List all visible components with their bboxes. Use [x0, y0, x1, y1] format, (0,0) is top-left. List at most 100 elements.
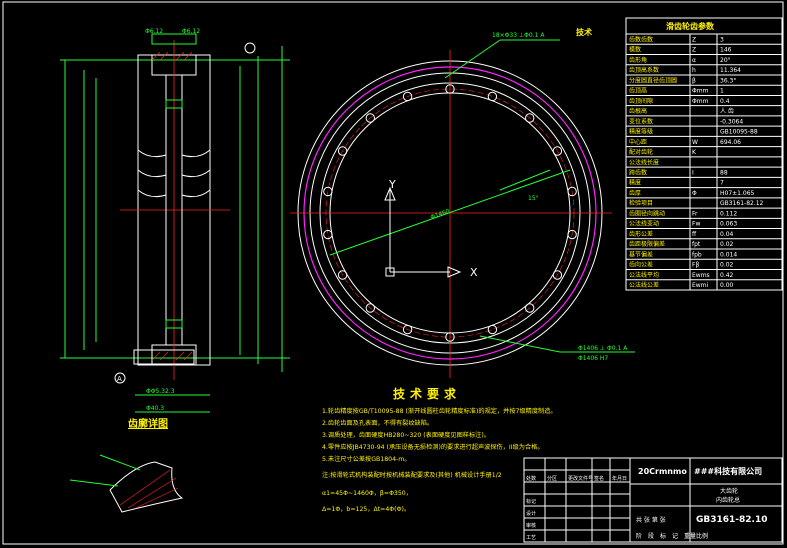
param-value: 0.02 [720, 241, 734, 248]
title-block-col-label: 年月日 [612, 475, 627, 482]
param-value: 0.00 [720, 282, 734, 289]
param-name: 齿厚 [629, 189, 641, 197]
param-symbol: fpt [692, 241, 701, 248]
title-block-bottom-label: 重量 [684, 532, 696, 540]
param-name: 公法线变动 [629, 220, 659, 228]
param-name: 齿形角 [629, 56, 647, 64]
tech-item-3: 3.调质处理，齿面硬度HB280~320 (表面硬度见图样标注)。 [322, 431, 490, 439]
ring-label-top-right: 技术 [576, 27, 592, 37]
ring-note-right-sub: Φ1406 H7 [578, 355, 608, 362]
param-value: 694.06 [720, 139, 741, 146]
param-name: 齿形公差 [629, 230, 653, 238]
param-name: 配对齿轮 [629, 148, 653, 156]
param-name: 公法线长度 [629, 158, 659, 166]
param-symbol: β [692, 77, 696, 84]
bolt-hole [567, 229, 577, 240]
param-symbol: h [692, 67, 696, 74]
bolt-hole [323, 229, 333, 240]
tech-item-4: 4.零件应按JB4730-94 (承压设备无损检测)的要求进行超声波探伤，II级… [322, 443, 544, 451]
tech-formula-1: α1=45Φ~1460Φ，β=Φ350， [322, 490, 412, 497]
param-value: GB10095-88 [720, 129, 758, 136]
param-symbol: α [692, 57, 696, 64]
param-symbol: Φmm [692, 98, 709, 105]
param-value: 88 [720, 169, 728, 176]
param-symbol: Fr [692, 210, 698, 217]
section-dim-bottom: ΦΦ5.32.3 [146, 388, 175, 395]
param-symbol: I [692, 169, 694, 176]
param-value: 0.063 [720, 221, 737, 228]
param-name: 模数 [629, 46, 641, 54]
param-symbol: Z [692, 36, 696, 43]
bolt-hole [402, 91, 413, 102]
param-name: 齿顶高系数 [629, 66, 659, 74]
param-name: 跨齿数 [629, 168, 647, 176]
bolt-hole [365, 303, 375, 313]
tech-item-2: 2.齿轮齿面及孔表面，不得有裂纹缺陷。 [322, 419, 433, 427]
bolt-hole [552, 270, 563, 280]
param-value: 11.364 [720, 67, 741, 74]
param-value: 0.014 [720, 251, 737, 258]
section-dim-width: Φ40.3 [146, 405, 164, 412]
title-block-material: 20Crmnmo [638, 467, 687, 476]
ring-axis-x: X [470, 266, 478, 279]
param-table-title: 滑齿轮齿参数 [666, 21, 715, 31]
title-block-col-label: 处数 [526, 475, 536, 482]
tech-requirements: 技术要求 1.轮齿精度按GB/T10095-88 (渐开线圆柱齿轮精度标准)的规… [322, 386, 557, 513]
param-name: 检验项目 [629, 199, 653, 207]
bolt-hole [525, 303, 535, 313]
param-name: 变位系数 [629, 117, 653, 125]
param-name: 基节偏差 [629, 250, 653, 258]
section-dim-top-b: Φ6.12 [182, 28, 200, 35]
section-view: Φ6.12 Φ6.12 ΦΦ5.32.3 Φ40.3 A [60, 28, 290, 413]
param-name: 公法线平均 [629, 271, 659, 279]
param-symbol: fpb [692, 251, 702, 258]
param-value: 7 [720, 180, 724, 187]
tooth-detail: 齿廓详图 [69, 417, 184, 513]
ring-note-top: 18×Φ33 ⊥Φ0.1 A [492, 32, 545, 39]
bolt-hole [445, 84, 455, 94]
bolt-hole [445, 332, 455, 342]
section-datum-label: A [117, 375, 122, 383]
title-block-col-label: 更改文件号 [568, 475, 593, 482]
param-symbol: K [692, 149, 697, 156]
param-value: 0.42 [720, 272, 734, 279]
bolt-hole [552, 146, 563, 156]
bolt-hole [337, 146, 348, 156]
title-block-row-label: 标记 [526, 498, 536, 505]
param-symbol: Ewmi [692, 282, 709, 289]
title-block-bottom-label: 记 [672, 533, 678, 540]
tech-note: 注:按滑轮式机构装配时按机械装配要求及(其他) 机械设计手册1/2 [322, 471, 502, 479]
bolt-hole [402, 324, 413, 335]
bolt-hole [567, 186, 577, 197]
title-block-col-label: 分区 [547, 475, 557, 482]
title-block-drawing-no: GB3161-82.10 [696, 515, 768, 525]
param-value: 20° [720, 57, 731, 64]
bolt-hole [487, 91, 498, 102]
section-dim-top-a: Φ6.12 [145, 28, 163, 35]
param-value: -0.3064 [720, 118, 743, 125]
title-block-company: ###科技有限公司 [694, 466, 762, 476]
param-name: 分度圆直径齿顶圆 [629, 76, 677, 84]
param-name: 中心距 [629, 138, 647, 146]
param-symbol: Fβ [692, 262, 699, 269]
tooth-detail-title: 齿廓详图 [128, 417, 168, 430]
param-value: H07±1.065 [720, 190, 755, 197]
ring-view: Y X Φ1460 15° 18×Φ33 ⊥Φ0.1 A Φ1406 ⊥ Φ0.… [290, 27, 635, 378]
param-name: 精度 [629, 179, 641, 187]
param-name: 齿数齿数 [629, 35, 653, 43]
param-name: 齿向公差 [629, 261, 653, 269]
param-value: 3 [720, 36, 724, 43]
param-symbol: Ewms [692, 272, 710, 279]
param-name: 齿根高 [629, 107, 647, 115]
param-value: 人 齿 [720, 107, 734, 115]
param-value: GB3161-82.12 [720, 200, 764, 207]
param-value: 0.112 [720, 210, 737, 217]
title-block-row-label: 工艺 [526, 535, 536, 541]
param-symbol: W [692, 139, 698, 146]
ring-dim-angle: 15° [528, 195, 539, 202]
title-block-row-label: 审核 [526, 522, 536, 529]
title-block-sheet: 共 张 第 张 [636, 516, 666, 524]
title-block-bottom-label: 标 [660, 532, 666, 540]
